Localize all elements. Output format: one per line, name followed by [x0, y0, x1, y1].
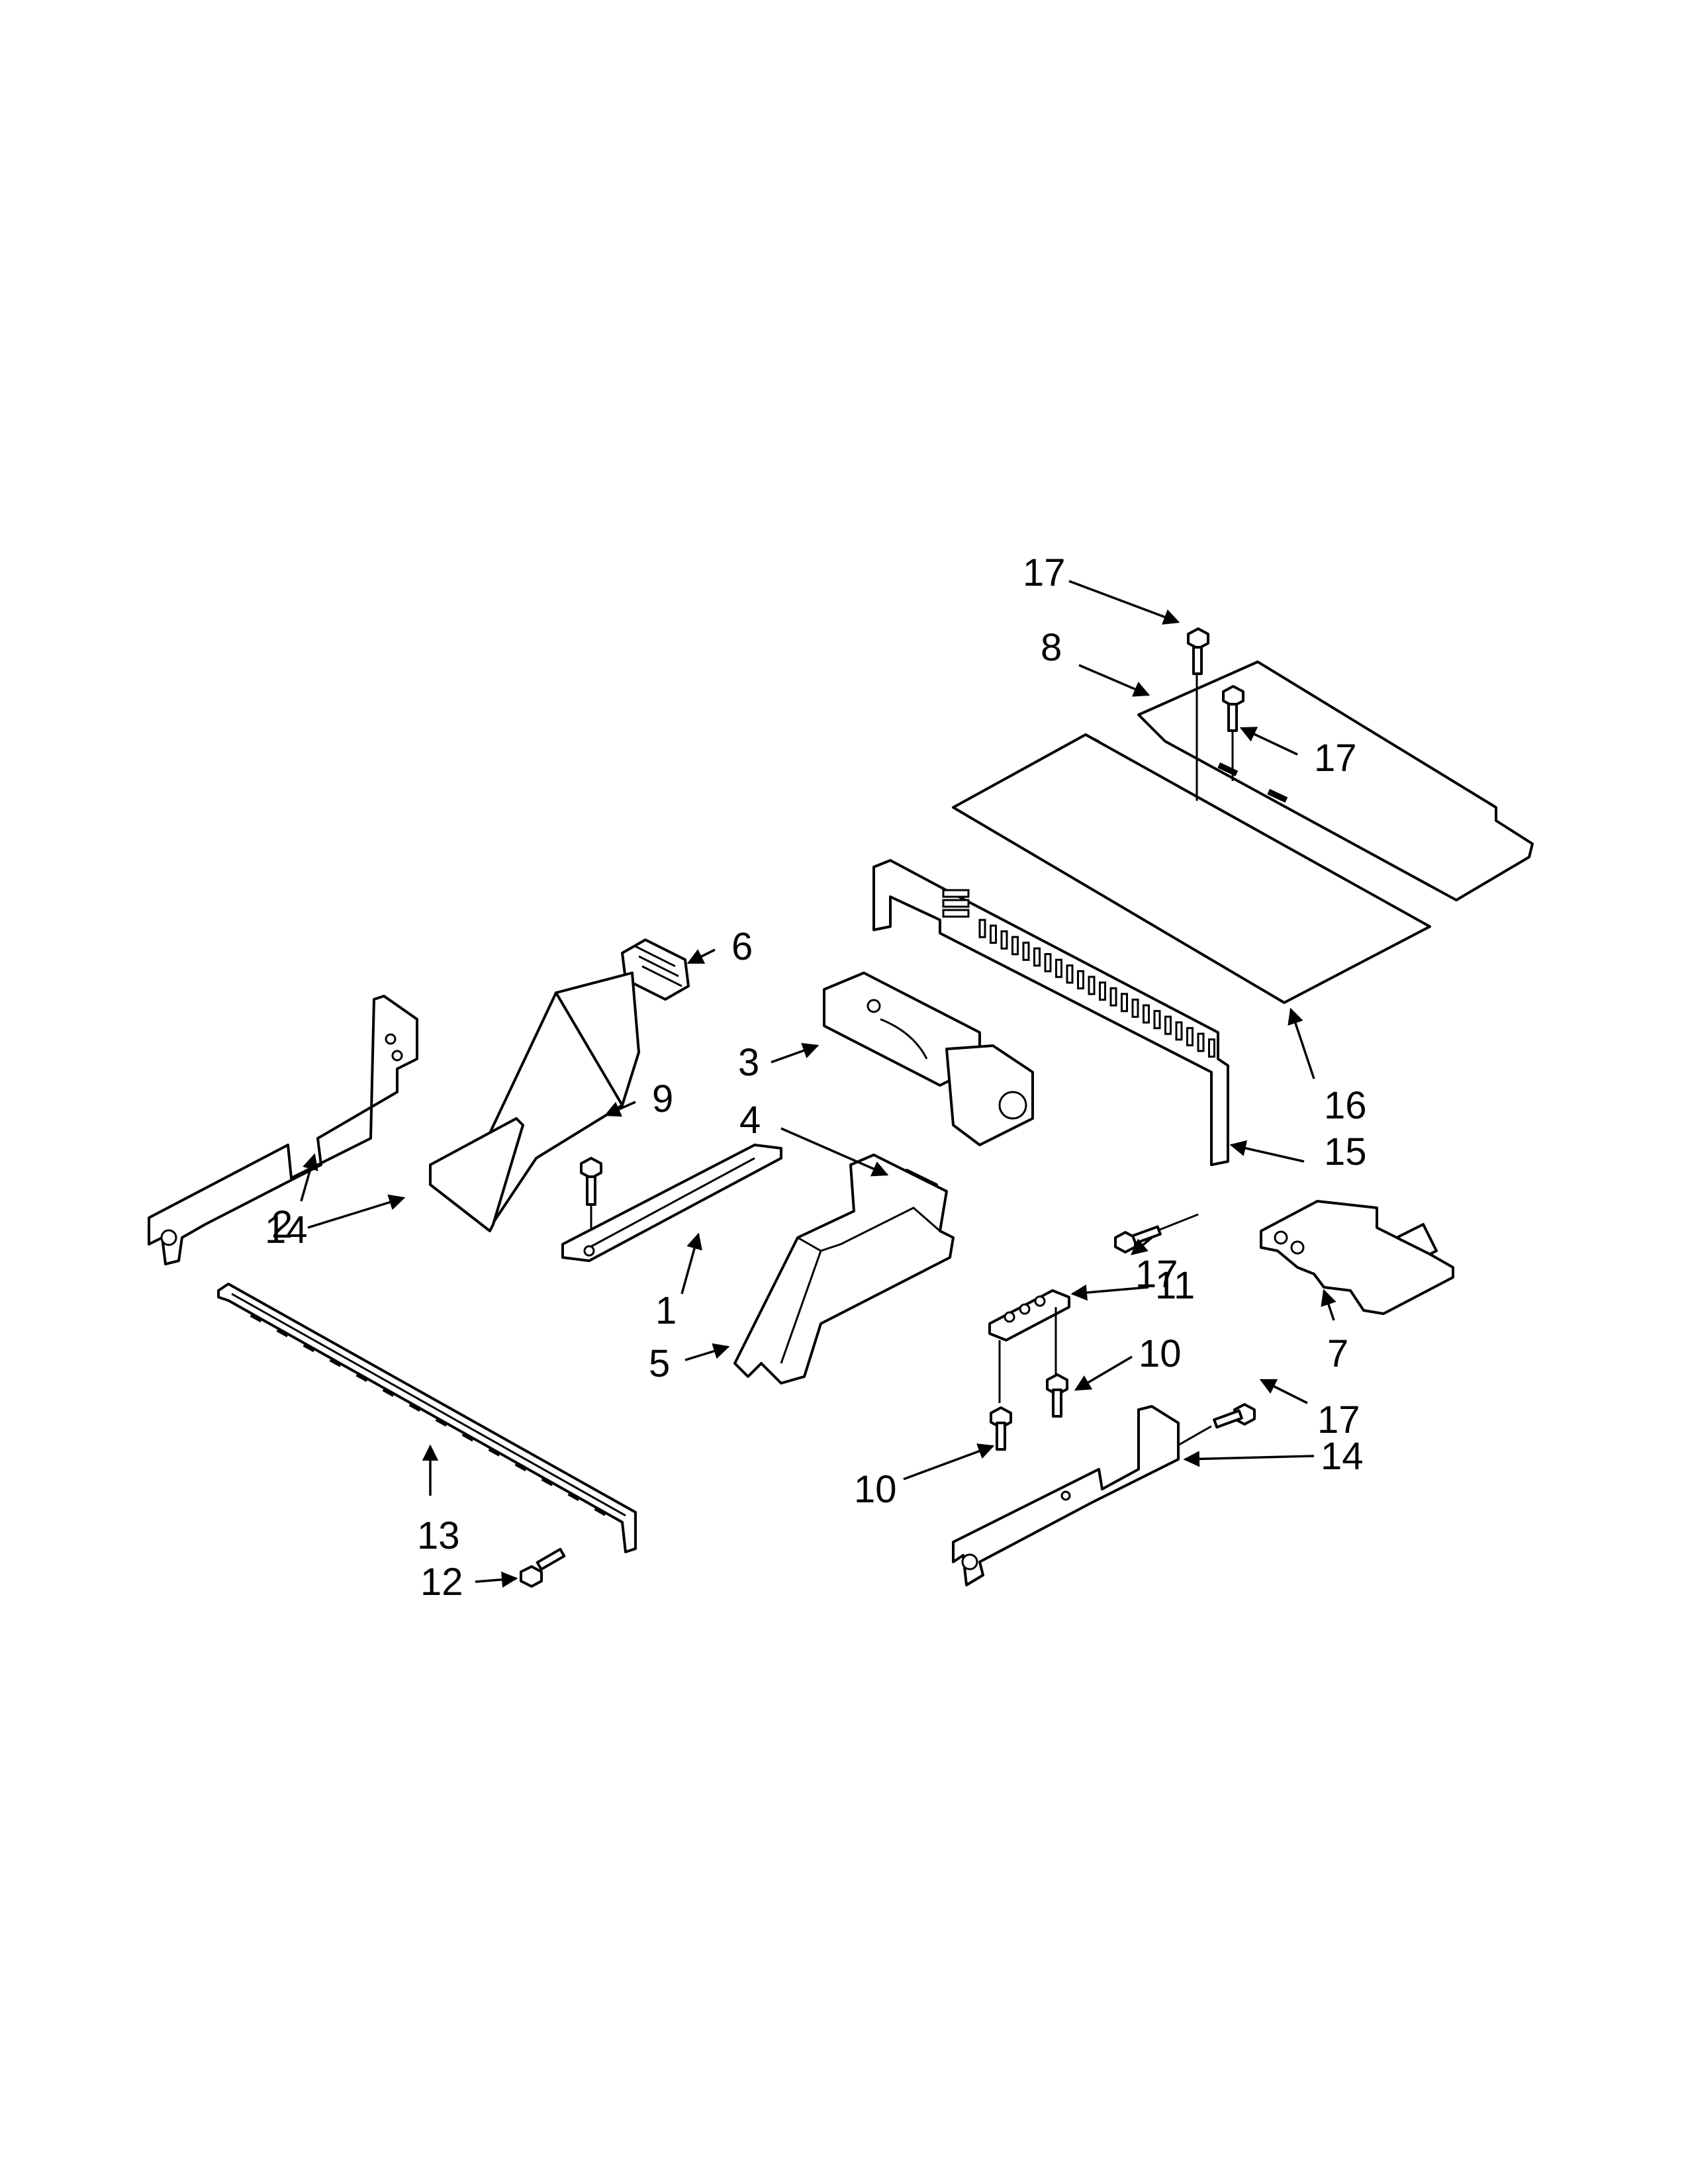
vent-slot	[1153, 1010, 1161, 1030]
vent-slot	[1033, 947, 1041, 967]
rail-slot	[329, 1358, 342, 1367]
rail-slot	[594, 1507, 606, 1516]
callout-10-upper: 10	[1139, 1332, 1182, 1375]
callout-2: 2	[271, 1203, 293, 1246]
vent-slot	[1099, 981, 1106, 1001]
screw-17-right[interactable]	[1164, 1403, 1256, 1454]
screw-10-upper[interactable]	[1046, 1373, 1068, 1418]
vent-slot	[1011, 936, 1019, 956]
callout-1: 1	[655, 1289, 677, 1332]
part-7-bracket[interactable]	[1260, 1200, 1454, 1315]
callout-17-cover: 17	[1314, 737, 1357, 780]
vent-slot	[1186, 1026, 1194, 1046]
part-5-shield[interactable]	[733, 1154, 955, 1385]
screw-17-top[interactable]	[1187, 627, 1209, 801]
vent-slot	[1175, 1021, 1183, 1041]
callout-13: 13	[417, 1514, 460, 1557]
rail-slot	[488, 1447, 500, 1457]
part-14-left-bracket[interactable]	[148, 995, 418, 1265]
screw-17-bracket[interactable]	[1114, 1213, 1199, 1253]
leader-lines	[300, 580, 1336, 1588]
rail-slot	[382, 1388, 395, 1397]
rail-slot	[250, 1314, 262, 1323]
vent-slot	[990, 925, 997, 944]
vent-slot	[1066, 964, 1074, 984]
vent-slot	[1000, 930, 1008, 950]
callout-5: 5	[649, 1342, 670, 1385]
screw-17-cover[interactable]	[1222, 685, 1244, 781]
vent-slot	[1131, 998, 1139, 1018]
rail-slot	[514, 1463, 527, 1472]
callout-15: 15	[1324, 1130, 1367, 1173]
vent-slot	[1109, 987, 1117, 1007]
callout-7: 7	[1327, 1332, 1348, 1375]
callout-8: 8	[1041, 626, 1062, 669]
rail-slot	[303, 1343, 315, 1353]
callout-14-left: 14	[265, 1208, 308, 1251]
rail-slot	[276, 1328, 289, 1338]
part-13-rail[interactable]	[217, 1283, 637, 1553]
callout-9: 9	[652, 1077, 673, 1120]
rail-slot	[355, 1373, 368, 1383]
part-6-component[interactable]	[621, 938, 690, 1001]
vent-slot	[1022, 941, 1030, 961]
callout-3: 3	[738, 1041, 759, 1084]
rail-slot	[461, 1433, 474, 1442]
part-1-bracket[interactable]	[561, 1144, 782, 1262]
callout-11: 11	[1155, 1264, 1195, 1307]
callout-4: 4	[739, 1099, 761, 1142]
vent-slot	[1208, 1038, 1215, 1058]
vent-slot	[1044, 953, 1052, 973]
callout-16: 16	[1324, 1084, 1367, 1127]
part-3-control-assembly[interactable]	[823, 972, 1034, 1146]
vent-slot	[1077, 970, 1084, 989]
part-14-right-bracket[interactable]	[952, 1405, 1180, 1586]
part-2-duct[interactable]	[429, 972, 640, 1232]
screw-10-lower[interactable]	[990, 1406, 1012, 1451]
screw-12[interactable]	[520, 1547, 566, 1588]
part-11-terminal-block[interactable]	[988, 1289, 1070, 1403]
vent-slot	[978, 919, 986, 938]
callout-17-right: 17	[1317, 1398, 1360, 1441]
part-16-panel[interactable]	[952, 733, 1431, 1004]
part-15-vent-bracket[interactable]	[872, 859, 1229, 1166]
callout-10-lower: 10	[854, 1468, 897, 1511]
rail-slot	[408, 1403, 421, 1412]
rail-slot	[541, 1477, 553, 1486]
callout-17-top: 17	[1023, 551, 1066, 594]
vent-slot	[1121, 993, 1128, 1013]
callout-labels: 17 8 17 6 3 4 9 14 2 1 5 16 15 17 7 11 1…	[265, 551, 1367, 1604]
vent-slot	[1164, 1015, 1172, 1035]
callout-17-bracket: 17	[1135, 1253, 1178, 1296]
rail-slot	[567, 1492, 580, 1502]
callout-14-right: 14	[1321, 1435, 1364, 1478]
vent-slot	[1055, 958, 1062, 978]
callout-12: 12	[420, 1561, 463, 1604]
vent-slot	[1197, 1032, 1205, 1052]
callout-6: 6	[731, 925, 753, 968]
vent-slot	[1088, 976, 1096, 995]
vent-slot	[1143, 1004, 1150, 1024]
screw-9[interactable]	[580, 1157, 602, 1238]
rail-slot	[435, 1418, 447, 1427]
